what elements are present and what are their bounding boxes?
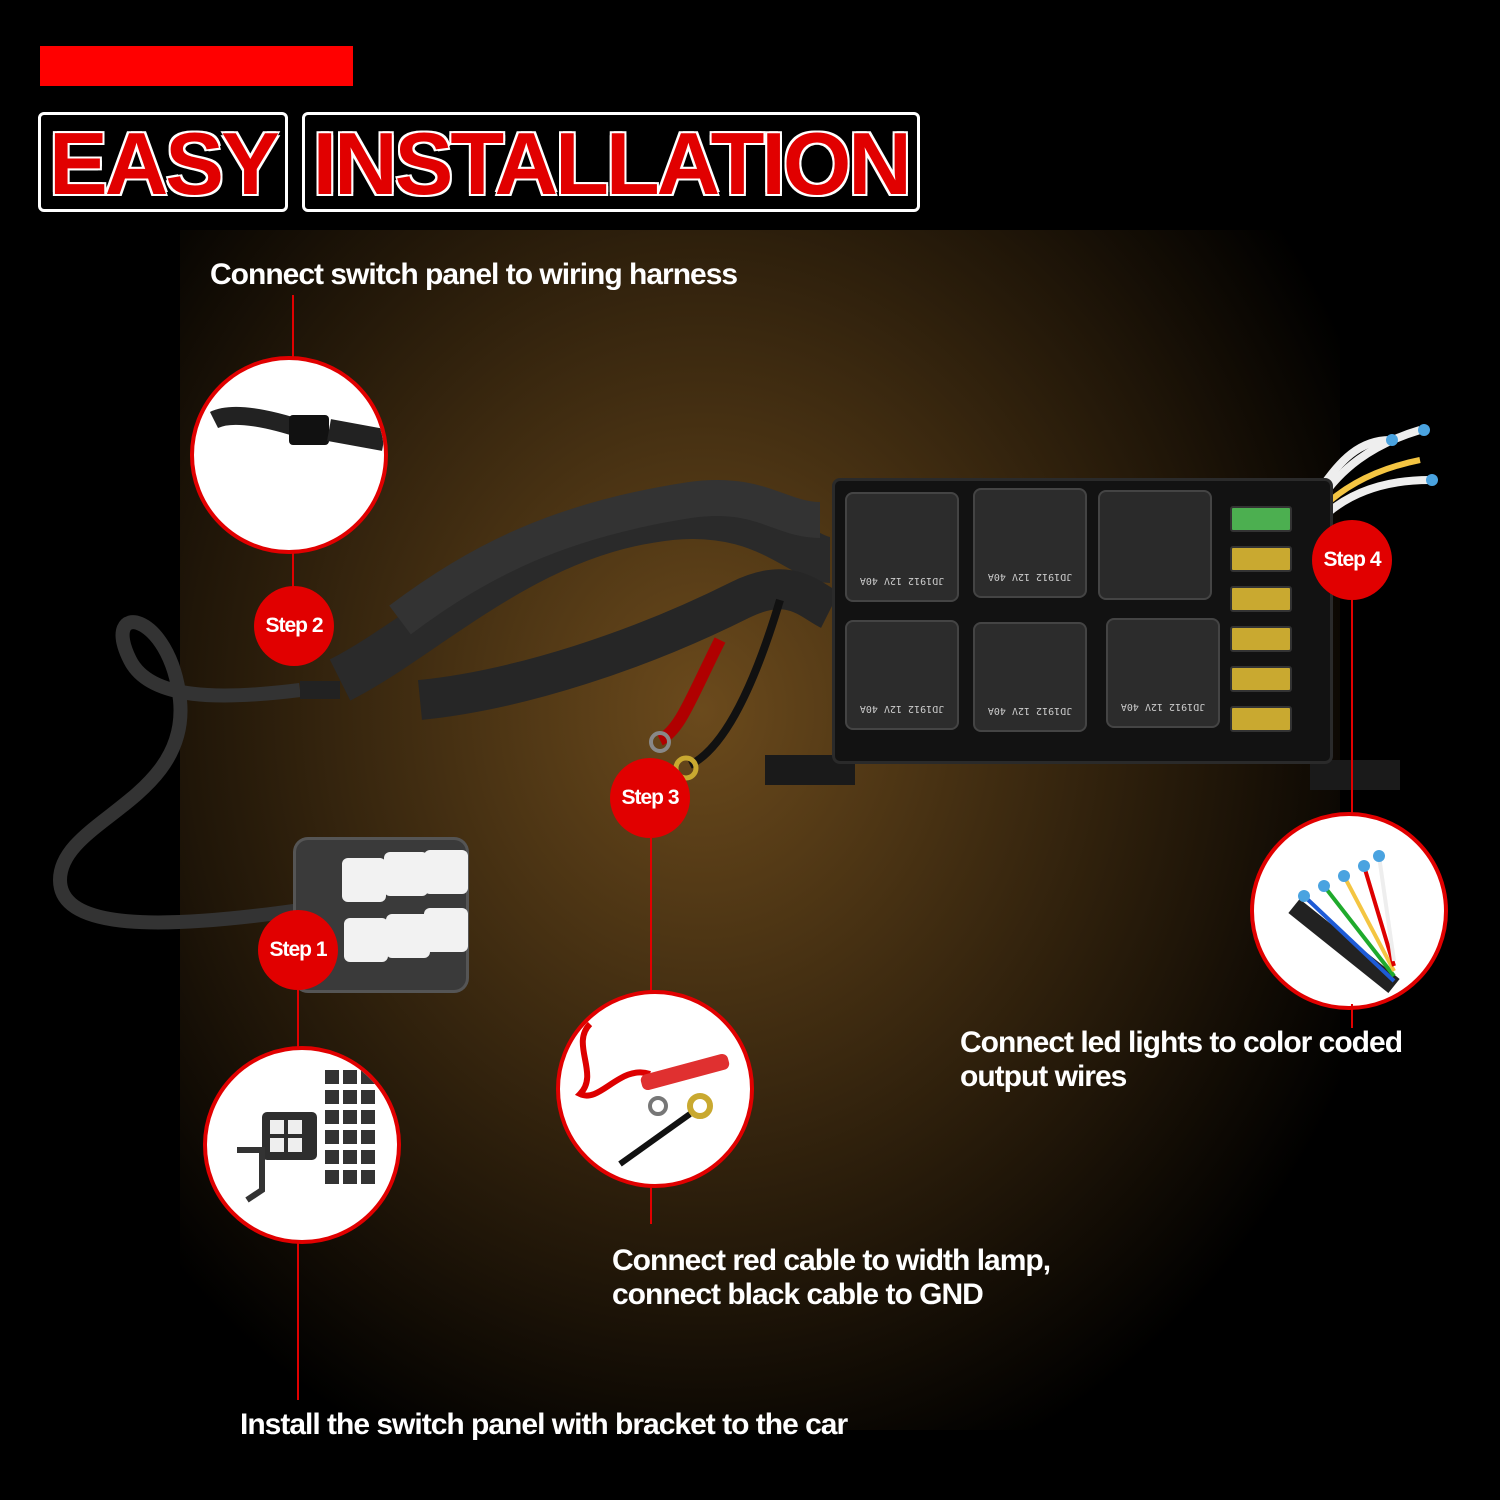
fuse-1 — [1230, 506, 1292, 532]
header-accent-bar — [40, 46, 353, 86]
switch-key-3 — [424, 850, 468, 894]
step1-badge: Step 1 — [258, 910, 338, 990]
step4-badge: Step 4 — [1312, 520, 1392, 600]
step2-badge: Step 2 — [254, 586, 334, 666]
caption-step3-line1: Connect red cable to width lamp, — [612, 1244, 1051, 1277]
bracket-icon — [237, 1070, 375, 1203]
caption-step2: Connect switch panel to wiring harness — [210, 258, 738, 291]
connector-line-step2-bottom — [292, 550, 294, 590]
relay-6: JD1912 12V 40A — [1106, 618, 1220, 728]
relay-1: JD1912 12V 40A — [845, 492, 959, 602]
fuse-4 — [1230, 626, 1292, 652]
caption-step3-line2: connect black cable to GND — [612, 1278, 984, 1311]
red-power-wire — [656, 637, 726, 746]
detail-power-wires — [556, 990, 754, 1188]
switch-key-1 — [342, 858, 386, 902]
fuse-2 — [1230, 546, 1292, 572]
connector-line-step4-top — [1351, 600, 1353, 818]
connector-line-step3-top — [650, 838, 652, 994]
plug-connector-icon — [209, 406, 384, 451]
switch-key-6 — [424, 908, 468, 952]
detail-connector-plug — [190, 356, 388, 554]
connector-line-step1-top — [297, 990, 299, 1050]
relay-3-blank — [1098, 490, 1212, 600]
output-wire-icon — [1288, 850, 1400, 994]
detail-output-wires — [1250, 812, 1448, 1010]
fuse-5 — [1230, 666, 1292, 692]
caption-step1: Install the switch panel with bracket to… — [240, 1408, 848, 1441]
page-title: EASY INSTALLATION — [38, 112, 920, 212]
caption-step4-line2: output wires — [960, 1060, 1127, 1093]
power-wire-icon — [574, 1021, 730, 1167]
step3-badge: Step 3 — [610, 758, 690, 838]
fuse-6 — [1230, 706, 1292, 732]
switch-key-2 — [384, 852, 428, 896]
connector-line-step1-bottom — [297, 1240, 299, 1400]
switch-key-4 — [344, 918, 388, 962]
switch-key-5 — [386, 914, 430, 958]
fuse-3 — [1230, 586, 1292, 612]
connector-line-step4-bottom — [1351, 1004, 1353, 1028]
relay-4: JD1912 12V 40A — [845, 620, 959, 730]
black-ground-wire — [688, 598, 784, 769]
title-word-installation: INSTALLATION — [301, 112, 920, 212]
title-word-easy: EASY — [38, 112, 288, 212]
detail-bracket-panel — [203, 1046, 401, 1244]
relay-5: JD1912 12V 40A — [973, 622, 1087, 732]
switch-panel-cable — [52, 615, 301, 930]
caption-step4-line1: Connect led lights to color coded — [960, 1026, 1403, 1059]
connector-line-step2-top — [292, 295, 294, 360]
relay-2: JD1912 12V 40A — [973, 488, 1087, 598]
connector-line-step3-bottom — [650, 1184, 652, 1224]
